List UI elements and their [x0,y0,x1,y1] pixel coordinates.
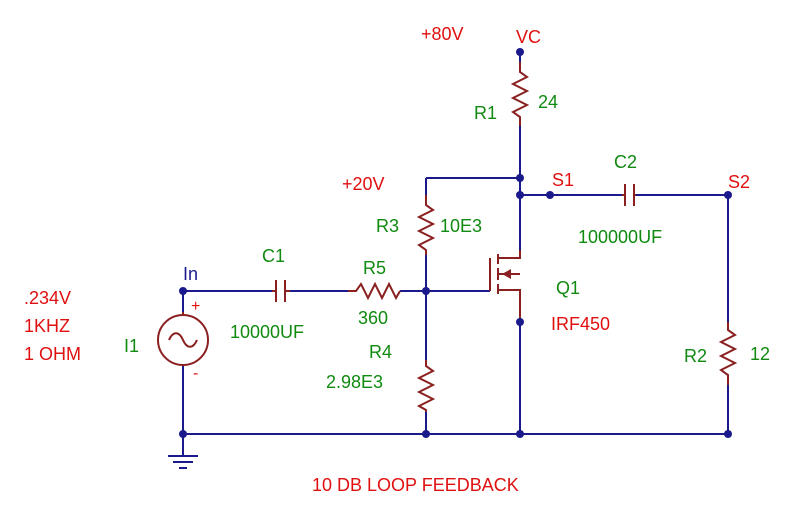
label-q1-part: IRF450 [551,314,610,334]
label-r4-name: R4 [369,342,392,362]
label-r5-name: R5 [363,258,386,278]
label-r4-value: 2.98E3 [326,372,383,392]
label-r1-name: R1 [474,103,497,123]
resistor-r1 [510,62,530,126]
resistor-r5 [348,281,401,301]
label-c1-value: 10000UF [230,322,304,342]
label-source-resistance: 1 OHM [24,344,81,364]
label-r3-name: R3 [376,216,399,236]
label-i1-name: I1 [124,336,139,356]
label-in: In [183,264,198,284]
label-r2-value: 12 [750,344,770,364]
label-vc: VC [516,27,541,47]
label-r1-value: 24 [538,92,558,112]
label-source-voltage: .234V [24,288,71,308]
capacitor-c1 [272,280,290,302]
label-s2: S2 [728,172,750,192]
mosfet-q1 [489,250,521,322]
label-s1: S1 [552,170,574,190]
caption: 10 DB LOOP FEEDBACK [312,475,519,495]
label-c1-name: C1 [262,246,285,266]
ground-symbol [168,455,198,469]
junction-nodes [179,48,732,438]
label-r3-value: 10E3 [440,216,482,236]
label-r5-value: 360 [358,308,388,328]
label-c2-name: C2 [614,152,637,172]
resistor-r2 [718,322,738,385]
label-r2-name: R2 [684,346,707,366]
wires [182,52,729,455]
label-q1-name: Q1 [556,278,580,298]
label-source-plus: + [191,298,200,315]
label-supply-20v: +20V [342,174,385,194]
resistor-r3 [416,195,436,255]
label-source-frequency: 1KHZ [24,316,70,336]
label-supply-80v: +80V [421,24,464,44]
label-c2-value: 100000UF [578,227,662,247]
ac-source-i1 [157,312,209,366]
resistor-r4 [416,360,436,412]
capacitor-c2 [622,184,636,206]
label-source-minus: - [193,365,198,382]
